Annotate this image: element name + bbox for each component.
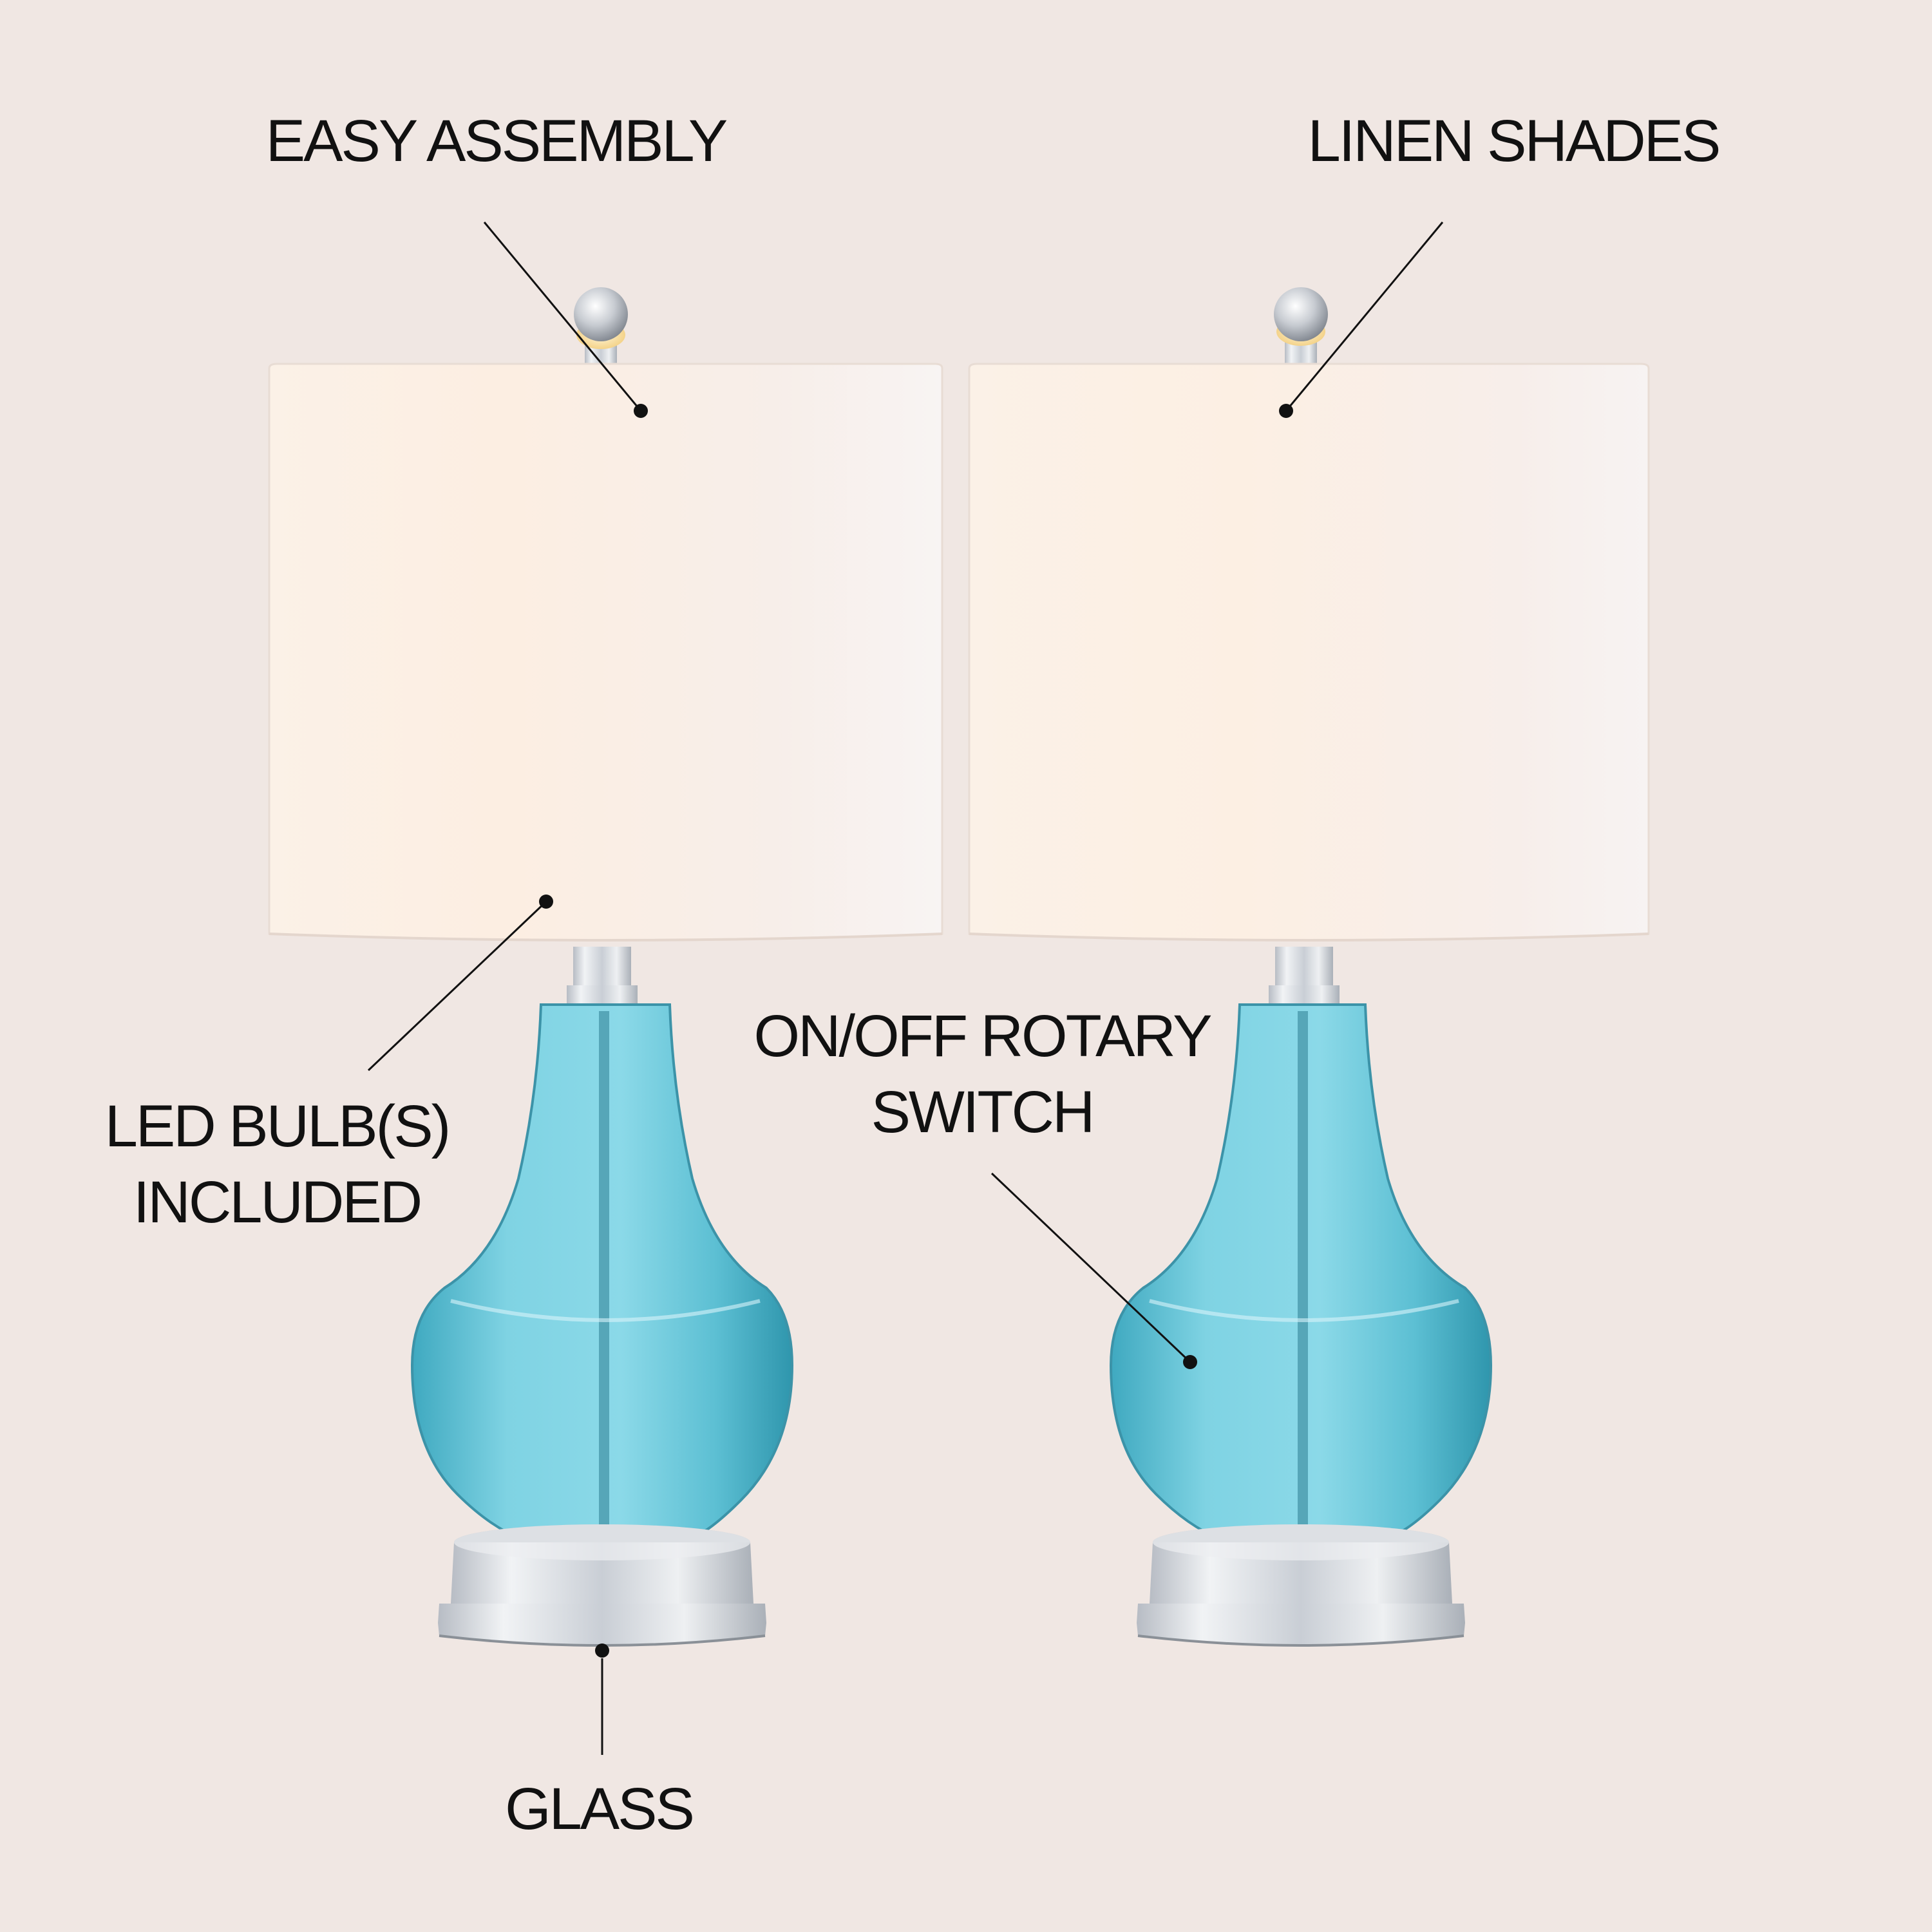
- led-bulbs-line1: LED BULB(S): [104, 1094, 451, 1159]
- linen-shades-callout: LINEN SHADES: [1224, 103, 1803, 179]
- rotary-switch-leader: [990, 1172, 1197, 1369]
- right-neck: [1269, 947, 1340, 1005]
- led-bulbs-leader: [367, 895, 553, 1072]
- left-linen-shade: [268, 363, 943, 942]
- rotary-switch-callout: ON/OFF ROTARY SWITCH: [676, 998, 1288, 1150]
- glass-leader: [595, 1643, 609, 1755]
- easy-assembly-leader: [483, 222, 648, 418]
- linen-shades-leader: [1279, 222, 1444, 418]
- left-lamp: [268, 287, 943, 1647]
- led-bulbs-line2: INCLUDED: [133, 1170, 422, 1235]
- easy-assembly-text: EASY ASSEMBLY: [265, 108, 728, 174]
- left-chrome-base: [438, 1524, 766, 1647]
- linen-shades-text: LINEN SHADES: [1307, 108, 1721, 174]
- left-glass-rod: [599, 1011, 609, 1539]
- right-finial: [1274, 287, 1328, 364]
- glass-callout: GLASS: [419, 1771, 779, 1847]
- rotary-switch-line2: SWITCH: [871, 1079, 1095, 1145]
- right-lamp: [968, 287, 1650, 1647]
- led-bulbs-callout: LED BULB(S) INCLUDED: [52, 1088, 502, 1240]
- easy-assembly-callout: EASY ASSEMBLY: [193, 103, 799, 179]
- right-glass-rod: [1298, 1011, 1308, 1539]
- left-neck: [567, 947, 638, 1005]
- left-finial: [574, 287, 628, 367]
- glass-text: GLASS: [505, 1776, 695, 1842]
- rotary-switch-line1: ON/OFF ROTARY: [753, 1003, 1213, 1069]
- right-chrome-base: [1137, 1524, 1465, 1647]
- right-linen-shade: [968, 363, 1650, 942]
